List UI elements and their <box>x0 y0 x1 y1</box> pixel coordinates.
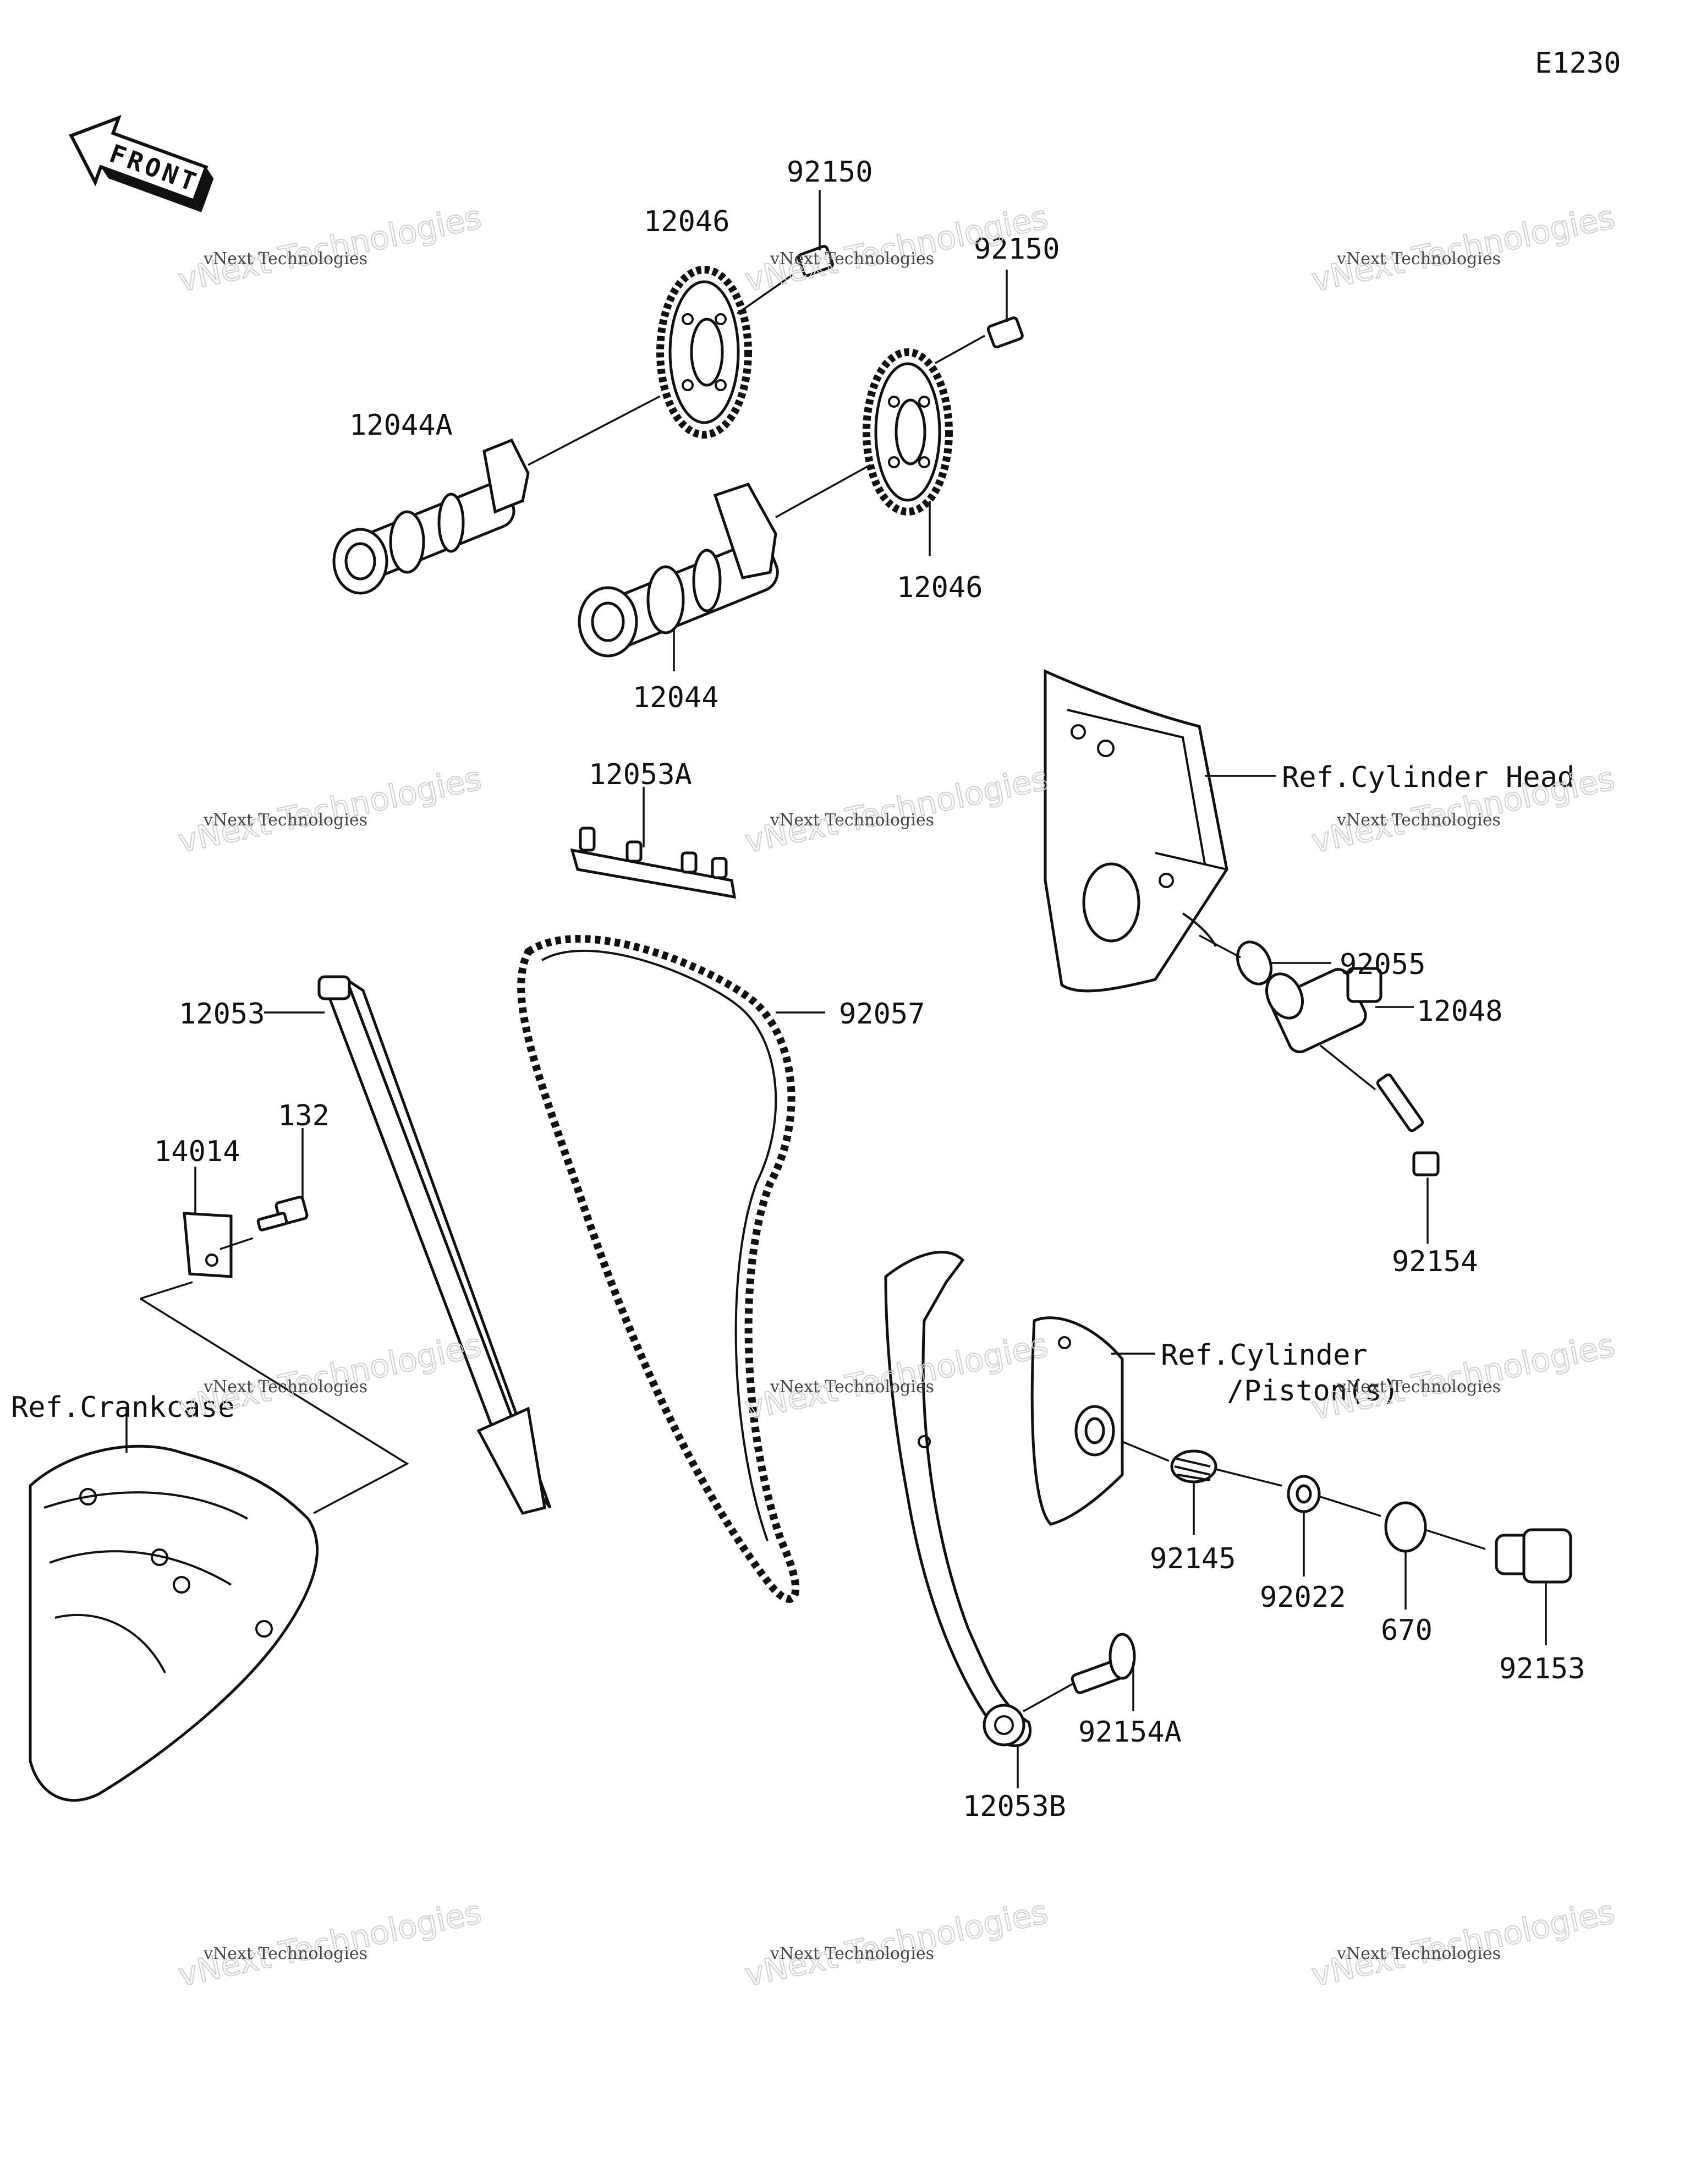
ref-cylinder-head: Ref.Cylinder Head <box>1282 761 1574 794</box>
front-arrow-icon: FRONT <box>69 114 214 212</box>
spring-92145 <box>1122 1441 1282 1535</box>
diagram-code: E1230 <box>1535 47 1621 80</box>
label-92022: 92022 <box>1260 1581 1346 1614</box>
bolt-92150-lower <box>986 270 1024 349</box>
label-12046-upper: 12046 <box>644 205 730 238</box>
label-12053a: 12053A <box>589 758 692 791</box>
guide-12053a <box>570 787 737 899</box>
watermark-line1: vNext Technologies <box>203 249 367 269</box>
gasket-670 <box>1384 1501 1486 1610</box>
label-14014: 14014 <box>154 1135 240 1168</box>
watermark-line1: vNext Technologies <box>203 811 367 830</box>
label-92154a: 92154A <box>1078 1716 1182 1749</box>
watermark-line1: vNext Technologies <box>1336 249 1501 269</box>
watermark-line1: vNext Technologies <box>770 249 934 269</box>
watermark: vNext Technologies vNext Technologies <box>174 1892 485 1994</box>
ref-piston-line2: /Piston(s) <box>1227 1375 1399 1408</box>
guide-12053 <box>264 975 552 1515</box>
watermark-line2: vNext Technologies <box>742 759 1051 860</box>
watermark-line1: vNext Technologies <box>1336 1377 1501 1397</box>
washer-92022 <box>1287 1475 1381 1577</box>
tensioner-12048 <box>1265 967 1414 1054</box>
watermark: vNext Technologies vNext Technologies <box>741 1892 1051 1994</box>
watermark: vNext Technologies vNext Technologies <box>1308 1892 1618 1994</box>
watermark-line2: vNext Technologies <box>175 759 484 860</box>
tension-arm-12053b <box>884 1251 1073 1788</box>
label-92154: 92154 <box>1392 1245 1478 1278</box>
watermark-line1: vNext Technologies <box>770 811 934 830</box>
watermark-line2: vNext Technologies <box>1308 198 1617 299</box>
label-12048: 12048 <box>1417 995 1503 1028</box>
label-12046-lower: 12046 <box>897 571 983 604</box>
watermark-line1: vNext Technologies <box>203 1377 367 1397</box>
cylinder-head-ref <box>1044 669 1276 993</box>
label-92145: 92145 <box>1150 1542 1236 1575</box>
watermark: vNext Technologies vNext Technologies <box>1308 198 1618 299</box>
watermark-line1: vNext Technologies <box>1336 1944 1501 1963</box>
camshaft-12044a <box>332 395 661 595</box>
camshaft-12044 <box>578 458 881 671</box>
crankcase-ref <box>29 1409 319 1802</box>
label-12044a: 12044A <box>349 409 453 442</box>
watermark-line1: vNext Technologies <box>770 1944 934 1963</box>
label-12044: 12044 <box>633 681 719 714</box>
label-132: 132 <box>278 1099 330 1132</box>
chain-92057 <box>517 935 825 1603</box>
label-12053: 12053 <box>179 998 265 1031</box>
watermark-line2: vNext Technologies <box>175 1326 484 1427</box>
watermark-line1: vNext Technologies <box>1336 811 1501 830</box>
ref-cylinder-line1: Ref.Cylinder <box>1161 1339 1368 1372</box>
bolt-92154 <box>1319 1044 1440 1244</box>
part-labels: 12046 92150 92150 12044A 12046 12044 120… <box>154 156 1585 1823</box>
watermark: vNext Technologies vNext Technologies <box>741 759 1051 861</box>
bolt-92154a <box>1071 1633 1136 1711</box>
watermark-line2: vNext Technologies <box>742 1893 1051 1994</box>
sprocket-12046-lower <box>863 335 985 556</box>
watermark: vNext Technologies vNext Technologies <box>174 1326 485 1427</box>
label-92055: 92055 <box>1340 948 1426 981</box>
label-92153: 92153 <box>1499 1652 1585 1685</box>
sprocket-12046-upper <box>656 266 793 439</box>
bolt-92150-upper <box>797 190 834 277</box>
crankcase-leaders <box>140 1281 409 1514</box>
label-670: 670 <box>1381 1614 1433 1647</box>
watermark-line1: vNext Technologies <box>203 1944 367 1963</box>
label-12053b: 12053B <box>963 1790 1066 1823</box>
watermark-line2: vNext Technologies <box>175 1893 484 1994</box>
watermark-line2: vNext Technologies <box>175 198 484 299</box>
label-92150-lower: 92150 <box>974 233 1060 266</box>
bolt-132 <box>220 1128 309 1250</box>
ref-crankcase: Ref.Crankcase <box>11 1391 235 1424</box>
label-92150-upper: 92150 <box>787 156 873 189</box>
o-ring-92055 <box>1199 934 1331 986</box>
watermark: vNext Technologies vNext Technologies <box>174 198 485 299</box>
cylinder-piston-ref <box>1030 1316 1155 1526</box>
label-92057: 92057 <box>839 998 925 1031</box>
plate-14014 <box>183 1167 233 1278</box>
watermark-line2: vNext Technologies <box>1308 1893 1617 1994</box>
watermark: vNext Technologies vNext Technologies <box>174 759 485 861</box>
plug-92153 <box>1495 1528 1572 1645</box>
reference-labels: Ref.Cylinder Head Ref.Cylinder /Piston(s… <box>11 761 1574 1424</box>
watermark-line1: vNext Technologies <box>770 1377 934 1397</box>
